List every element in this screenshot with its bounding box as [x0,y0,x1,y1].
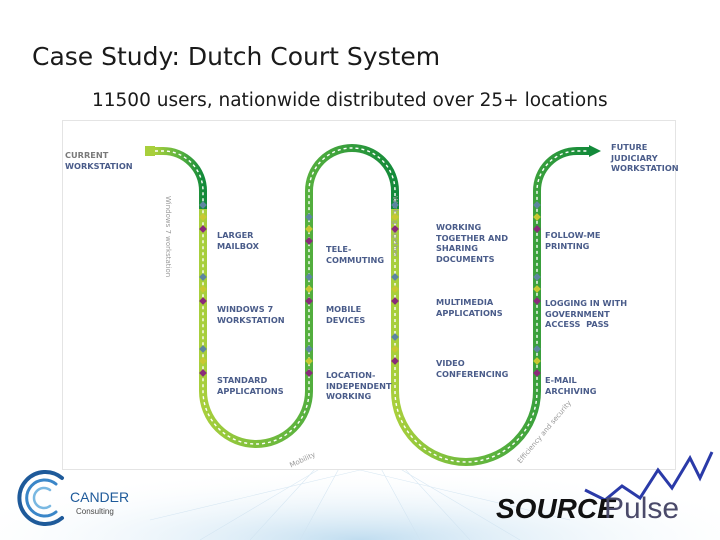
milestone-diamond [305,285,313,293]
milestone-diamond [533,213,541,221]
milestone-diamond [199,201,207,209]
milestone-diamond [305,297,313,305]
milestone-diamond [199,297,207,305]
milestone-diamond [533,297,541,305]
milestone-diamond [391,333,399,341]
cander-logo: CANDER Consulting [10,460,160,535]
cander-tagline: Consulting [76,507,114,516]
milestone-diamond [199,225,207,233]
milestone-diamond [533,345,541,353]
milestone-diamond [533,201,541,209]
milestone-diamond [305,225,313,233]
milestone-diamond [391,345,399,353]
milestone-diamond [391,201,399,209]
milestone-diamond [391,225,399,233]
slide-title: Case Study: Dutch Court System [32,42,440,71]
milestone-diamond [305,237,313,245]
milestone-diamond [199,345,207,353]
milestone-diamond [391,357,399,365]
milestone-diamond [533,273,541,281]
milestone-diamond [199,273,207,281]
sourcepulse-name-plain: Pulse [604,492,679,525]
milestone-diamond [305,369,313,377]
sourcepulse-logo: SOURCE Pulse [490,448,715,536]
milestone-diamond [199,213,207,221]
milestone-diamond [533,357,541,365]
milestone-diamond [391,297,399,305]
milestone-diamond [533,225,541,233]
milestone-diamond [391,285,399,293]
cander-name: CANDER [70,489,129,505]
milestone-diamond [305,357,313,365]
milestone-diamond [199,285,207,293]
milestone-diamond [305,345,313,353]
milestone-diamond [391,213,399,221]
milestone-diamond [199,357,207,365]
milestone-diamond [533,285,541,293]
milestone-diamond [391,273,399,281]
milestone-diamond [199,369,207,377]
sourcepulse-name-italic: SOURCE [496,493,617,524]
milestone-diamond [533,369,541,377]
slide-subtitle: 11500 users, nationwide distributed over… [92,90,608,111]
milestone-diamond [305,273,313,281]
milestone-markers [63,121,675,469]
milestone-diamond [305,213,313,221]
